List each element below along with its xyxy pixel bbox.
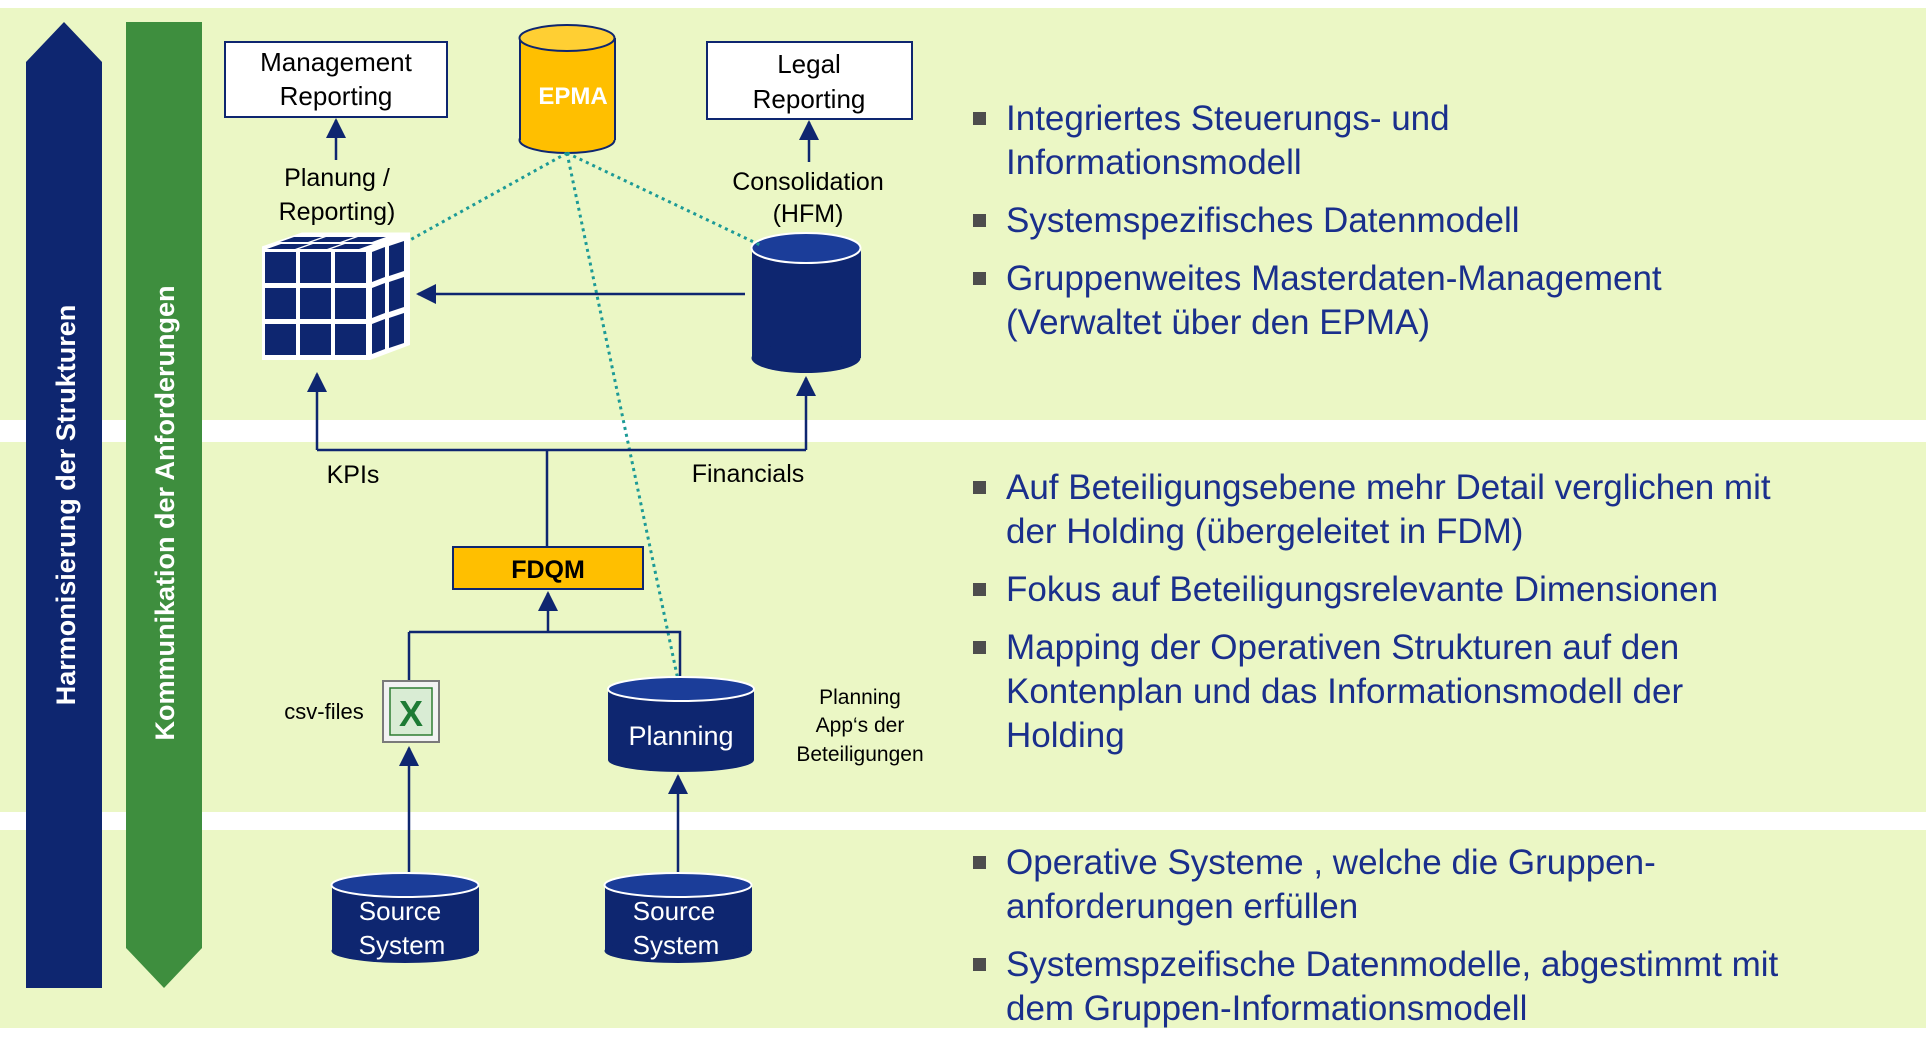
- bullet-item: Systemspzeifische Datenmodelle, abgestim…: [970, 943, 1790, 1031]
- bullets-middle: Auf Beteiligungsebene mehr Detail vergli…: [970, 466, 1790, 772]
- hfm-database-icon: [750, 232, 862, 373]
- planning-label: Planning: [628, 721, 733, 751]
- planning-database-icon: Planning: [607, 676, 755, 772]
- source-system-1-line1: Source: [359, 896, 441, 926]
- consolidation-line2: (HFM): [773, 200, 844, 228]
- source-system-2-database-icon: Source System: [603, 872, 753, 963]
- harmonisierung-arrow: Harmonisierung der Strukturen: [26, 22, 102, 988]
- planning-apps-line3: Beteiligungen: [796, 743, 923, 766]
- source-system-2-line1: Source: [633, 896, 715, 926]
- planung-reporting-line2: Reporting): [279, 198, 396, 226]
- epma-database-icon: EPMA: [518, 24, 616, 154]
- band-bottom: [0, 830, 1926, 1028]
- source-system-1-database-icon: Source System: [330, 872, 480, 963]
- management-reporting-line2: Reporting: [280, 81, 393, 111]
- planning-apps-line1: Planning: [819, 686, 901, 709]
- bullet-item: Gruppenweites Masterdaten-Management (Ve…: [970, 257, 1670, 345]
- management-reporting-line1: Management: [260, 47, 413, 77]
- bullet-item: Mapping der Operativen Strukturen auf de…: [970, 626, 1790, 758]
- epma-dotted-links: [409, 151, 761, 681]
- bullet-item: Operative Systeme , welche die Gruppen-a…: [970, 841, 1790, 929]
- join-connector: [407, 591, 682, 690]
- legal-reporting-line2: Reporting: [753, 84, 866, 114]
- kommunikation-label: Kommunikation der Anforderungen: [150, 285, 180, 740]
- source-system-1-line2: System: [359, 930, 446, 960]
- bullets-bottom: Operative Systeme , welche die Gruppen-a…: [970, 841, 1790, 1045]
- kommunikation-arrow: Kommunikation der Anforderungen: [126, 22, 202, 988]
- management-reporting-box: Management Reporting: [224, 41, 448, 118]
- legal-reporting-box: Legal Reporting: [706, 41, 913, 120]
- kpis-label: KPIs: [327, 461, 380, 489]
- split-connector: [307, 372, 816, 555]
- bullet-item: Integriertes Steuerungs- und Information…: [970, 97, 1670, 185]
- planung-reporting-line1: Planung /: [284, 164, 390, 192]
- csv-files-label: csv-files: [284, 699, 363, 724]
- legal-reporting-line1: Legal: [777, 49, 841, 79]
- bullet-item: Fokus auf Beteiligungsrelevante Dimensio…: [970, 568, 1790, 612]
- financials-label: Financials: [692, 460, 805, 488]
- svg-text:X: X: [399, 693, 423, 734]
- band-middle: [0, 442, 1926, 812]
- planning-apps-line2: App‘s der: [816, 714, 905, 737]
- source-system-2-line2: System: [633, 930, 720, 960]
- excel-icon: X: [382, 680, 440, 743]
- epma-label: EPMA: [538, 83, 607, 110]
- bullet-item: Auf Beteiligungsebene mehr Detail vergli…: [970, 466, 1790, 554]
- harmonisierung-label: Harmonisierung der Strukturen: [51, 305, 81, 706]
- fdqm-label: FDQM: [511, 556, 585, 584]
- bullets-top: Integriertes Steuerungs- und Information…: [970, 97, 1670, 359]
- consolidation-line1: Consolidation: [732, 168, 884, 196]
- bullet-item: Systemspezifisches Datenmodell: [970, 199, 1670, 243]
- fdqm-box: FDQM: [452, 546, 644, 590]
- cube-icon: [261, 232, 411, 360]
